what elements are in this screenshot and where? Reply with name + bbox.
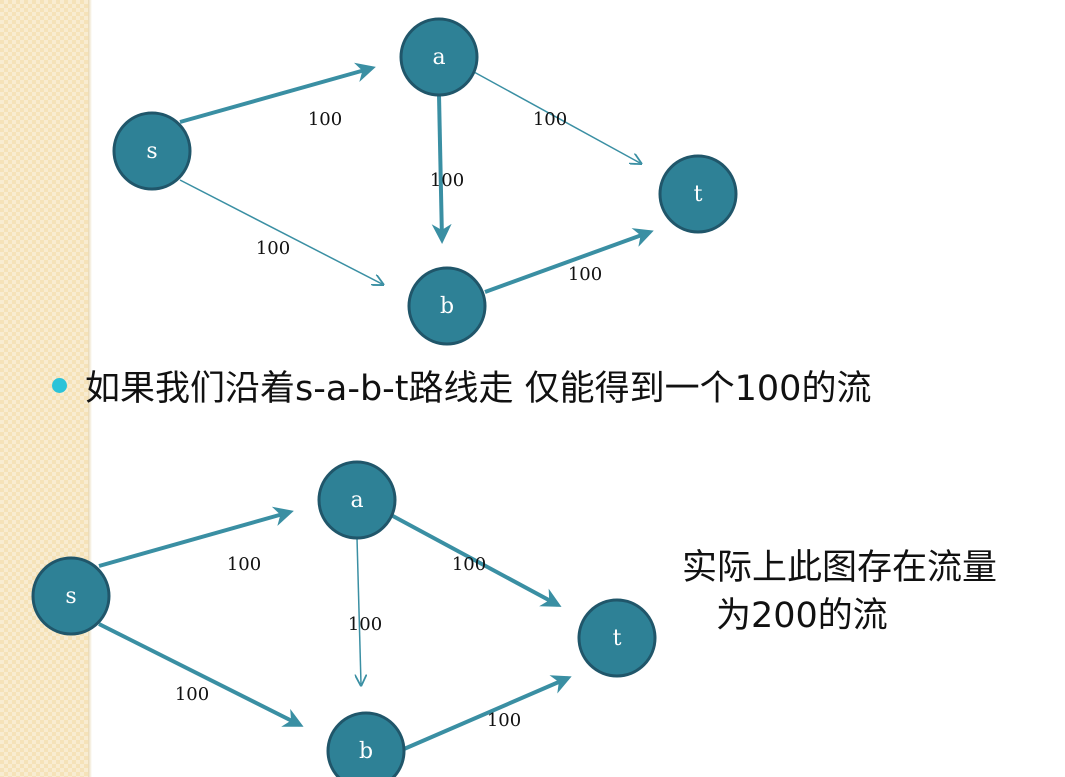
node-label-s: s	[146, 139, 157, 164]
edge-capacity-b-t: 100	[568, 264, 602, 285]
edge-capacity-b-t: 100	[487, 710, 521, 731]
edge-capacity-a-t: 100	[533, 109, 567, 130]
strip-edge	[88, 0, 92, 777]
flow-note-line-2: 为200的流	[716, 596, 888, 636]
edge-capacity-s-a: 100	[227, 554, 261, 575]
node-label-t: t	[613, 626, 622, 651]
edge-s-b	[179, 179, 382, 284]
node-label-a: a	[432, 45, 445, 70]
node-label-s: s	[65, 584, 76, 609]
flow-note: 实际上此图存在流量 为200的流	[682, 544, 997, 640]
bullet-dot-icon	[52, 378, 67, 393]
edge-capacity-s-b: 100	[256, 238, 290, 259]
edge-a-b	[431, 94, 452, 244]
node-s	[31, 556, 111, 636]
flow-note-line-1: 实际上此图存在流量	[682, 548, 998, 588]
edge-a-b	[357, 537, 361, 684]
graph-top: s a b t 100 100 100 100 100	[112, 17, 738, 346]
node-a	[317, 460, 397, 540]
node-b	[326, 711, 406, 777]
edge-capacity-s-a: 100	[308, 109, 342, 130]
decorative-side-strip	[0, 0, 88, 777]
edge-s-b	[98, 622, 304, 727]
edge-capacity-s-b: 100	[175, 684, 209, 705]
graph-bottom: s a b t 100 100 100 100 100	[31, 460, 657, 777]
edge-a-t	[473, 71, 640, 163]
node-label-b: b	[440, 294, 454, 319]
edge-capacity-a-b: 100	[348, 614, 382, 635]
node-t	[658, 154, 738, 234]
bullet-text: 如果我们沿着s-a-b-t路线走 仅能得到一个100的流	[85, 369, 872, 409]
edge-capacity-a-b: 100	[430, 170, 464, 191]
edge-a-t	[390, 513, 562, 607]
edge-s-a	[179, 62, 376, 124]
node-s	[112, 111, 192, 191]
edge-b-t	[484, 228, 654, 294]
node-t	[577, 598, 657, 678]
node-a	[399, 17, 479, 97]
edge-capacity-a-t: 100	[452, 554, 486, 575]
bullet-point: 如果我们沿着s-a-b-t路线走 仅能得到一个100的流	[52, 360, 871, 411]
edge-s-a	[98, 506, 294, 568]
edge-b-t	[403, 675, 572, 751]
node-label-b: b	[359, 739, 373, 764]
node-label-t: t	[694, 182, 703, 207]
node-b	[407, 266, 487, 346]
node-label-a: a	[350, 488, 363, 513]
